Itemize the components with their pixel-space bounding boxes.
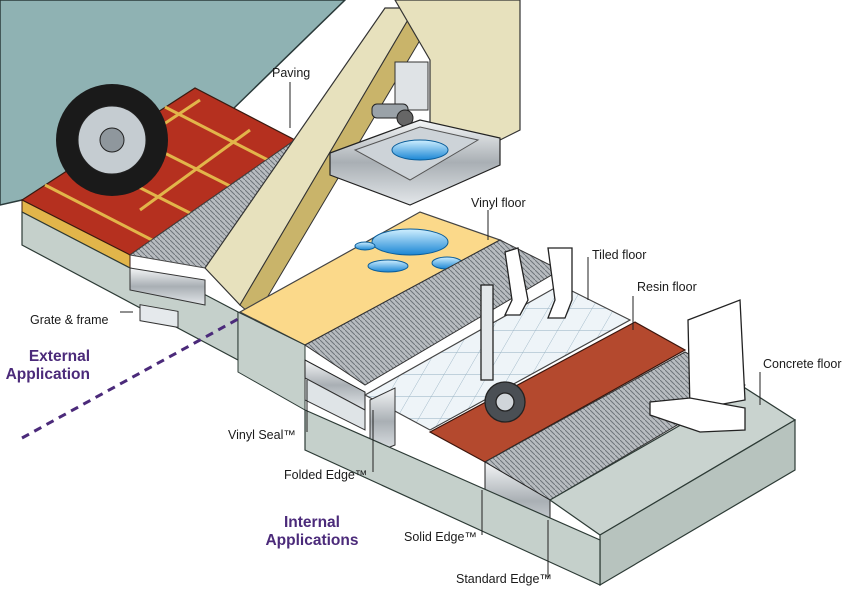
internal-applications-heading: Internal Applications [265, 514, 359, 549]
leader-lines [120, 82, 761, 577]
grate-frame-label: Grate & frame [30, 313, 109, 327]
resin-floor-label: Resin floor [637, 280, 697, 294]
paving-label: Paving [272, 66, 311, 80]
solid-edge-label: Solid Edge™ [404, 530, 477, 544]
external-application-heading: External Application [5, 348, 90, 383]
vinyl-seal-channel [304, 239, 562, 431]
folded-edge-label: Folded Edge™ [284, 468, 368, 482]
tiled-floor-label: Tiled floor [592, 248, 647, 262]
person-legs [503, 247, 746, 433]
standard-edge-label: Standard Edge™ [456, 572, 552, 586]
tiled-floor-surface [363, 284, 632, 431]
vehicle-wheel [56, 84, 168, 196]
vinyl-floor-label: Vinyl floor [471, 196, 526, 210]
vinyl-seal-label: Vinyl Seal™ [228, 428, 296, 442]
sink [329, 61, 501, 206]
vinyl-floor-surface [238, 211, 502, 346]
concrete-floor-label: Concrete floor [763, 357, 842, 371]
resin-floor-surface [428, 321, 687, 463]
trolley [480, 284, 526, 423]
folded-edge-channel [369, 387, 396, 456]
